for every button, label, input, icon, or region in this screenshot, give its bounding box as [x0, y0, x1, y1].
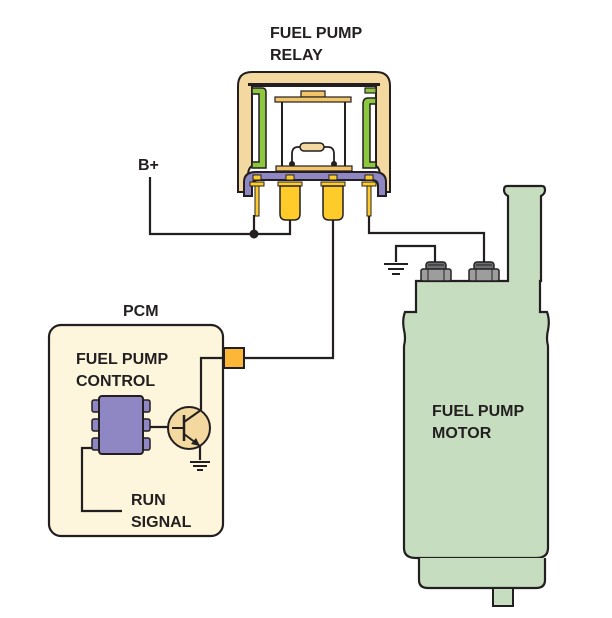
run-signal-label-line2: SIGNAL [131, 514, 192, 531]
fuel-pump-motor [402, 184, 550, 607]
transistor-icon [167, 406, 211, 450]
b-plus-wire [148, 177, 256, 236]
motor-label-line2: MOTOR [432, 425, 492, 442]
relay-terminal-right [361, 174, 377, 217]
control-wire [244, 220, 335, 360]
control-label-line2: CONTROL [76, 373, 155, 390]
control-label-line1: FUEL PUMP [76, 351, 168, 368]
ground-icon [384, 263, 408, 275]
pcm-ground-icon [190, 461, 210, 471]
pcm-label: PCM [123, 303, 159, 320]
relay-terminal-coil-2 [320, 174, 346, 221]
motor-label-line1: FUEL PUMP [432, 403, 524, 420]
relay-base [243, 171, 387, 197]
relay-top-bar [248, 83, 380, 86]
pcm-connector [223, 347, 245, 369]
relay-left-contact [251, 87, 267, 169]
relay-terminal-coil-1 [277, 174, 303, 221]
motor-ground-wire [394, 244, 437, 262]
motor-feed-wire [367, 215, 486, 262]
relay-coil-resistor [299, 142, 325, 152]
relay-label-line1: FUEL PUMP [270, 25, 362, 42]
relay-right-contact-top [364, 87, 377, 94]
motor-terminal-positive [468, 261, 500, 282]
pcm-module [47, 323, 245, 538]
fuel-pump-relay [237, 71, 391, 221]
b-plus-label: B+ [138, 157, 159, 174]
relay-label-line2: RELAY [270, 47, 323, 64]
run-signal-label-line1: RUN [131, 492, 166, 509]
relay-armature-contact [300, 90, 326, 98]
motor-terminal-ground [420, 261, 452, 282]
coil-feed-wire [254, 220, 292, 236]
motor-body [402, 184, 550, 560]
motor-end-cap [417, 558, 547, 590]
motor-shaft [492, 587, 514, 607]
wires [148, 177, 486, 360]
relay-right-contact [362, 97, 377, 169]
control-chip-icon [91, 395, 151, 455]
relay-armature [274, 96, 352, 103]
relay-terminal-left [249, 174, 265, 217]
junction-dot [249, 229, 259, 239]
